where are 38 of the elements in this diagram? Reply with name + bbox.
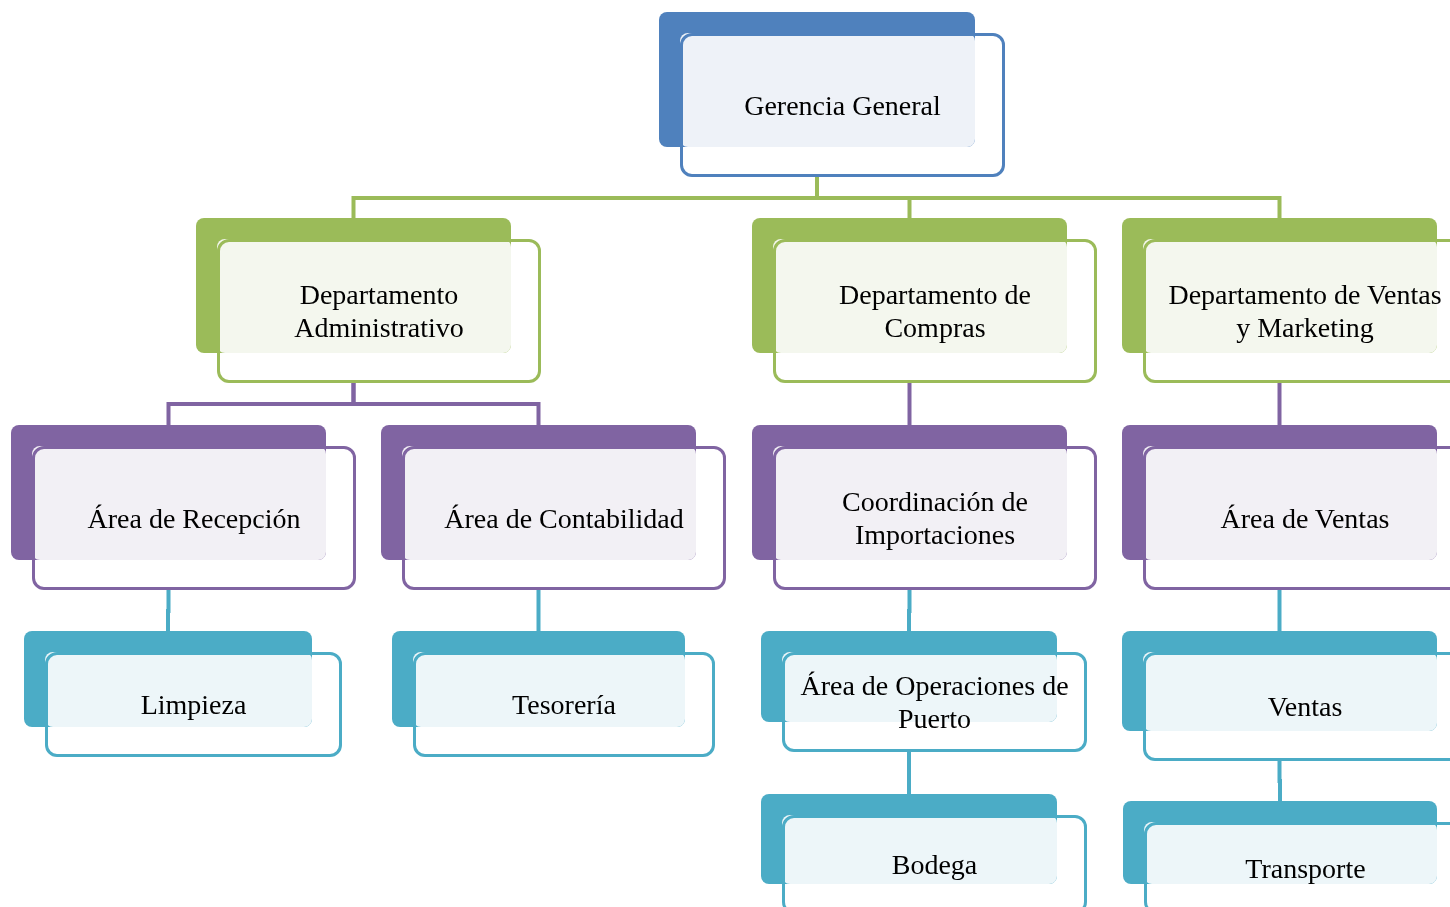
org-chart-box bbox=[761, 794, 1087, 907]
box-label: Tesorería bbox=[512, 688, 616, 721]
connector-line bbox=[1277, 761, 1282, 801]
box-label: Transporte bbox=[1245, 851, 1366, 885]
connector-line bbox=[907, 383, 912, 425]
box-label: Departamento de Ventas y Marketing bbox=[1167, 278, 1443, 344]
org-chart-box bbox=[761, 631, 1087, 752]
org-chart-box bbox=[1122, 218, 1450, 383]
org-chart-box bbox=[196, 218, 541, 383]
org-chart-box bbox=[1122, 425, 1450, 590]
connector-line bbox=[536, 590, 541, 631]
box-label: Limpieza bbox=[140, 688, 247, 721]
connector-line bbox=[1277, 590, 1282, 631]
connector-line bbox=[815, 177, 1282, 218]
org-chart-box bbox=[11, 425, 356, 590]
box-label: Departamento de Compras bbox=[838, 278, 1032, 344]
org-chart-box bbox=[24, 631, 342, 757]
connector-line bbox=[166, 590, 171, 631]
connector-line bbox=[351, 383, 541, 425]
box-label: Bodega bbox=[891, 848, 978, 881]
connector-line bbox=[1277, 383, 1282, 425]
org-chart-box bbox=[659, 12, 1005, 177]
connector-line bbox=[907, 752, 911, 794]
org-chart-box bbox=[752, 425, 1097, 590]
box-label: Ventas bbox=[1267, 690, 1343, 723]
box-label: Área de Ventas bbox=[1220, 501, 1390, 535]
box-label: Área de Recepción bbox=[87, 501, 301, 535]
box-label: Coordinación de Importaciones bbox=[841, 485, 1029, 551]
org-chart-box bbox=[1122, 631, 1450, 761]
connector-line bbox=[907, 590, 912, 631]
org-chart-box bbox=[752, 218, 1097, 383]
box-label: Área de Contabilidad bbox=[444, 501, 684, 535]
org-chart-box bbox=[381, 425, 726, 590]
box-label: Gerencia General bbox=[744, 88, 941, 122]
box-label: Área de Operaciones de Puerto bbox=[799, 669, 1070, 735]
org-chart-box bbox=[1123, 801, 1450, 907]
box-label: Departamento Administrativo bbox=[293, 278, 465, 344]
org-chart-box bbox=[392, 631, 715, 757]
